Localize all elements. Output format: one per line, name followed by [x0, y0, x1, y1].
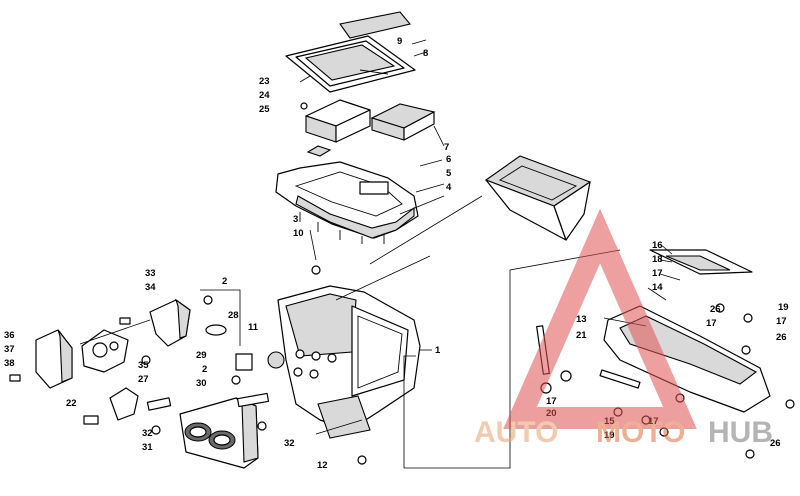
- callout-label: 2: [202, 364, 207, 375]
- callout-label: 18: [652, 254, 663, 265]
- filter-block-part: [300, 99, 436, 157]
- callout-label: 4: [446, 182, 452, 193]
- callout-label: 26: [710, 304, 721, 315]
- callout-label: 6: [446, 154, 451, 165]
- callout-label: 36: [4, 330, 15, 341]
- callout-label: 13: [576, 314, 587, 325]
- callout-label: 10: [293, 228, 304, 239]
- callout-label: 9: [397, 36, 402, 47]
- callout-label: 25: [259, 104, 270, 115]
- callout-label: 24: [259, 90, 270, 101]
- callout-label: 21: [576, 330, 587, 341]
- callout-label: 7: [444, 142, 449, 153]
- callout-label: 28: [228, 310, 239, 321]
- callout-label: 17: [546, 396, 557, 407]
- watermark-brand-mid: MOTO: [596, 416, 685, 449]
- callout-label: 17: [706, 318, 717, 329]
- callout-label: 29: [196, 350, 207, 361]
- callout-label: 2: [222, 276, 227, 287]
- bracket-part: [119, 298, 191, 347]
- callout-label: 12: [317, 460, 328, 471]
- callout-label: 26: [770, 438, 781, 449]
- callout-label: 22: [66, 398, 77, 409]
- callout-label: 3: [293, 214, 298, 225]
- upper-tray-part: [275, 161, 419, 244]
- callout-label: 23: [259, 76, 270, 87]
- callout-label: 32: [142, 428, 153, 439]
- callout-label: 14: [652, 282, 663, 293]
- intake-box-part: [484, 155, 592, 241]
- callout-label: 19: [604, 430, 615, 441]
- callout-label: 33: [145, 268, 156, 279]
- callout-label: 17: [652, 268, 663, 279]
- callout-label: 32: [284, 438, 295, 449]
- callout-label: 38: [4, 358, 15, 369]
- callout-label: 11: [248, 322, 259, 333]
- watermark-brand-right: HUB: [708, 416, 773, 449]
- small-parts: [83, 265, 367, 465]
- callout-label: 17: [776, 316, 787, 327]
- leader-lines: [79, 39, 681, 469]
- callout-label: 34: [145, 282, 156, 293]
- callout-label: 1: [435, 345, 441, 356]
- top-cover-part: [285, 11, 416, 93]
- callout-label: 19: [778, 302, 789, 313]
- callout-labels: 9 8 23 24 25 7 6 5 4 3 10 33 34 2 28 11 …: [4, 36, 789, 471]
- watermark-brand-left: AUTO: [474, 416, 558, 449]
- callout-label: 30: [196, 378, 207, 389]
- callout-label: 27: [138, 374, 149, 385]
- watermark-logo: AUTO MOTO HUB: [474, 208, 773, 449]
- callout-label: 37: [4, 344, 15, 355]
- callout-label: 26: [776, 332, 787, 343]
- callout-label: 31: [142, 442, 153, 453]
- callout-label: 8: [423, 48, 428, 59]
- callout-label: 16: [652, 240, 663, 251]
- callout-label: 35: [138, 360, 149, 371]
- main-airbox-part: [277, 285, 421, 439]
- carburetor-part: [9, 329, 129, 389]
- callout-label: 5: [446, 168, 452, 179]
- adapter-boot-part: [179, 397, 259, 469]
